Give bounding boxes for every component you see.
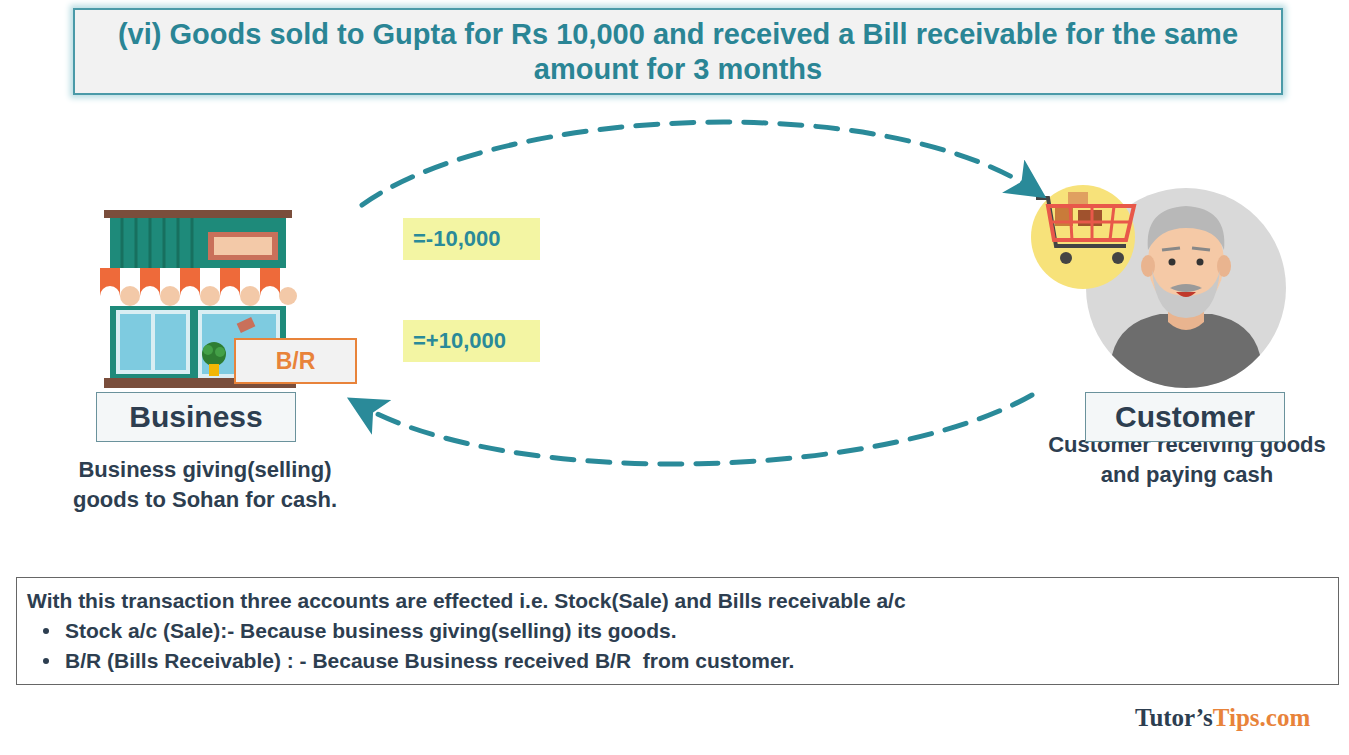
bullet-dot (43, 658, 49, 664)
flow-arrow (360, 395, 1032, 464)
amount-label: =+10,000 (403, 320, 540, 362)
bullet-row: Stock a/c (Sale):- Because business givi… (27, 616, 1328, 646)
figure-caption: Business giving(selling) goods to Sohan … (45, 455, 365, 515)
amount-label: =-10,000 (403, 218, 540, 260)
title-text: (vi) Goods sold to Gupta for Rs 10,000 a… (95, 17, 1261, 87)
watermark: Tips.com (1213, 704, 1310, 732)
cart-icon (1031, 185, 1135, 289)
customer-box: Customer (1085, 392, 1285, 442)
business-box: Business (96, 392, 296, 442)
bullet-dot (43, 628, 49, 634)
watermark: Tutor’s (1135, 704, 1213, 732)
note-box: With this transaction three accounts are… (16, 577, 1339, 685)
title-box: (vi) Goods sold to Gupta for Rs 10,000 a… (73, 8, 1283, 95)
business-figure: Business giving(selling) goods to Sohan … (40, 205, 370, 520)
box-label: =-10,000 (413, 226, 500, 252)
flow-arrow (362, 122, 1034, 205)
box-label: B/R (276, 348, 316, 375)
bullet-row: B/R (Bills Receivable) : - Because Busin… (27, 646, 1328, 676)
bill-receivable-tag: B/R (234, 338, 357, 384)
box-label: Business (129, 400, 262, 434)
customer-figure: Customer receiving goods and paying cash… (1030, 180, 1345, 520)
box-label: Customer (1115, 400, 1255, 434)
note-bullet: B/R (Bills Receivable) : - Because Busin… (65, 646, 1328, 676)
box-label: =+10,000 (413, 328, 506, 354)
note-bullet: Stock a/c (Sale):- Because business givi… (65, 616, 1328, 646)
note-heading: With this transaction three accounts are… (27, 586, 1328, 616)
